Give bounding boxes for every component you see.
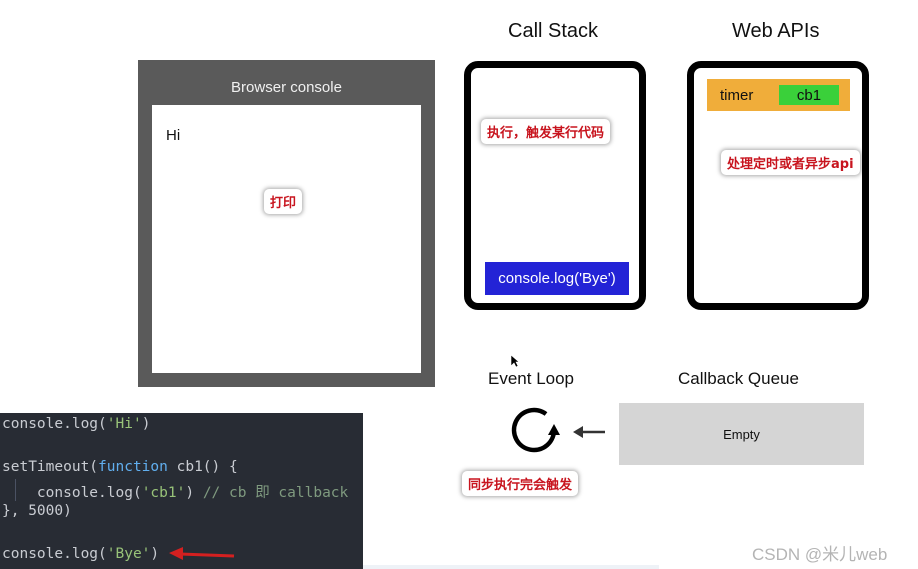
timer-label: timer bbox=[720, 87, 754, 104]
web-apis-title: Web APIs bbox=[732, 20, 820, 42]
code-token: console.log( bbox=[2, 416, 107, 432]
async-api-annotation: 处理定时或者异步api bbox=[721, 150, 860, 175]
code-editor: console.log('Hi') setTimeout(function cb… bbox=[0, 413, 363, 569]
browser-console-panel: Browser console Hi bbox=[138, 60, 435, 387]
sync-done-annotation: 同步执行完会触发 bbox=[462, 471, 579, 496]
code-token: cb1() { bbox=[167, 459, 238, 475]
code-token: ) bbox=[185, 485, 203, 501]
print-annotation: 打印 bbox=[264, 189, 303, 214]
code-string: 'Hi' bbox=[106, 416, 142, 432]
code-keyword: function bbox=[98, 459, 168, 475]
code-token: console.log( bbox=[2, 485, 142, 501]
code-line-2: setTimeout(function cb1() { bbox=[2, 459, 238, 475]
console-output-line: Hi bbox=[166, 127, 181, 144]
event-loop-title: Event Loop bbox=[488, 369, 575, 388]
code-line-5: console.log('Bye') bbox=[2, 546, 159, 562]
mouse-cursor-icon bbox=[510, 354, 520, 368]
code-token: }, 5000) bbox=[2, 503, 72, 519]
code-token: setTimeout( bbox=[2, 459, 99, 475]
indent-guide bbox=[15, 479, 16, 501]
browser-console-output: Hi bbox=[152, 105, 421, 373]
browser-console-title: Browser console bbox=[231, 79, 342, 96]
call-stack-title: Call Stack bbox=[508, 20, 599, 42]
code-line-3: console.log('cb1') // cb 即 callback bbox=[2, 481, 348, 502]
callback-queue-title: Callback Queue bbox=[678, 369, 799, 388]
code-string: 'cb1' bbox=[141, 485, 186, 501]
code-token: ) bbox=[150, 546, 160, 562]
watermark: CSDN @米儿web bbox=[752, 545, 888, 564]
timer-callback-chip: cb1 bbox=[779, 85, 839, 105]
code-comment: // cb 即 callback bbox=[202, 485, 349, 501]
current-line-arrow-icon bbox=[169, 547, 235, 560]
code-line-4: }, 5000) bbox=[2, 503, 72, 519]
code-token: ) bbox=[141, 416, 151, 432]
code-string: 'Bye' bbox=[106, 546, 151, 562]
callback-queue-box: Empty bbox=[619, 403, 864, 465]
loop-icon bbox=[511, 407, 560, 453]
call-stack-item: console.log('Bye') bbox=[485, 262, 629, 295]
code-token: console.log( bbox=[2, 546, 107, 562]
execute-annotation: 执行，触发某行代码 bbox=[481, 119, 611, 144]
left-arrow-icon bbox=[573, 426, 605, 438]
bottom-strip bbox=[363, 565, 659, 569]
code-line-1: console.log('Hi') bbox=[2, 416, 150, 432]
